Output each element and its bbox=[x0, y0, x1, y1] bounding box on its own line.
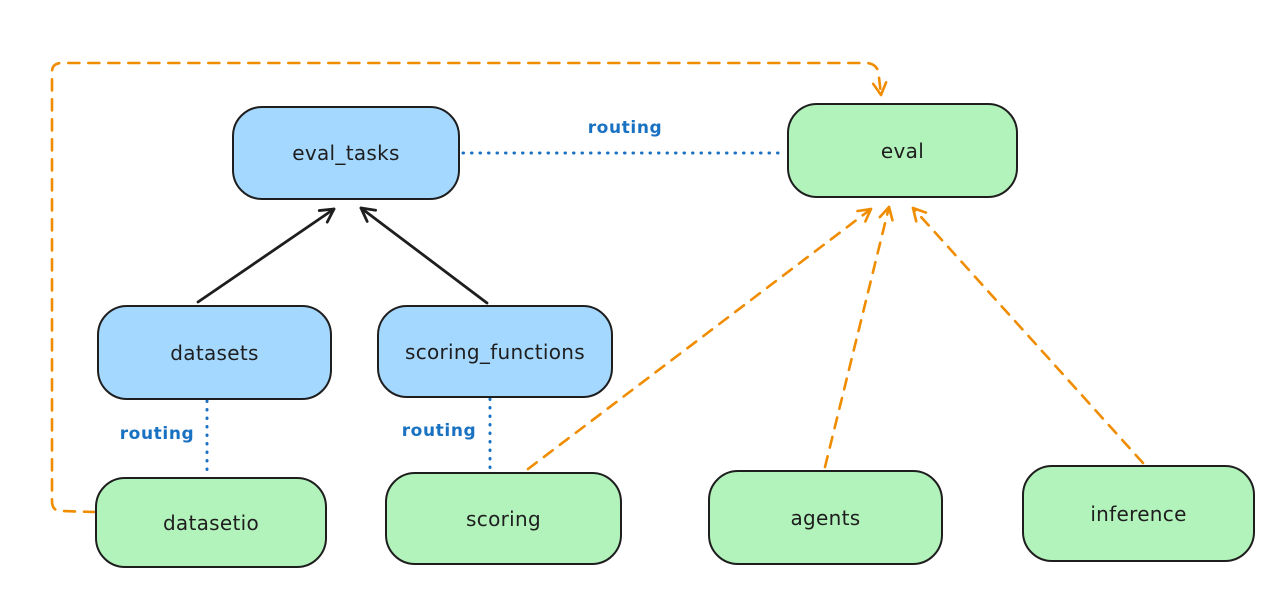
node-scoring-label: scoring bbox=[466, 506, 541, 531]
node-inference: inference bbox=[1022, 465, 1255, 562]
node-agents: agents bbox=[708, 470, 943, 565]
node-scoring-functions-label: scoring_functions bbox=[404, 339, 586, 364]
edge-inference-to-eval-dashed-arrow bbox=[911, 206, 1145, 465]
edge-datasetio-to-eval-dashed-arrow bbox=[50, 61, 888, 514]
node-datasets-label: datasets bbox=[170, 340, 259, 365]
node-scoring-functions: scoring_functions bbox=[377, 305, 613, 398]
node-datasetio-label: datasetio bbox=[162, 510, 260, 535]
edge-label-routing-datasets-to-datasetio: routing bbox=[119, 424, 195, 444]
edge-label-routing-scoring-functions-to-scoring: routing bbox=[401, 421, 477, 441]
node-datasets: datasets bbox=[97, 305, 332, 400]
node-inference-label: inference bbox=[1090, 501, 1187, 526]
edge-scoring-to-eval-dashed-arrow bbox=[526, 207, 873, 471]
edge-datasets-to-eval-tasks-arrow bbox=[196, 207, 336, 304]
edge-agents-to-eval-dashed-arrow bbox=[823, 205, 894, 469]
node-agents-label: agents bbox=[790, 505, 861, 530]
node-eval-tasks: eval_tasks bbox=[232, 106, 460, 200]
node-scoring: scoring bbox=[385, 472, 622, 565]
node-eval-tasks-label: eval_tasks bbox=[292, 141, 400, 165]
edge-label-routing-eval-tasks-to-eval: routing bbox=[587, 118, 663, 138]
edge-scoring-functions-to-eval-tasks-arrow bbox=[359, 206, 489, 305]
node-datasetio: datasetio bbox=[95, 477, 327, 568]
node-eval: eval bbox=[787, 103, 1018, 198]
node-eval-label: eval bbox=[880, 138, 925, 163]
